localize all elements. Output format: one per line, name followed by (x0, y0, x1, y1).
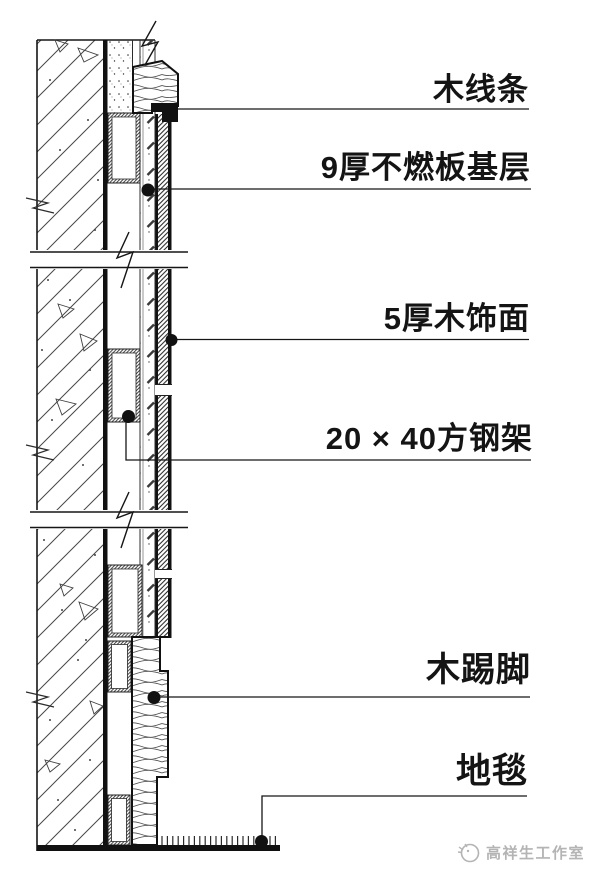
steel-tube-4 (107, 640, 132, 693)
steel-tube-5 (107, 794, 131, 846)
top-break-zigzag (140, 20, 160, 66)
leader-steel-frame (125, 421, 531, 461)
veneer-layer (155, 114, 172, 638)
label-wood-skirting: 木踢脚 (426, 651, 531, 689)
watermark-text: 高祥生工作室 (486, 844, 586, 862)
label-wood-veneer: 5厚木饰面 (383, 301, 530, 336)
wall-section (25, 39, 155, 851)
steel-frame-tubes (107, 112, 143, 846)
label-fireproof-board: 9厚不燃板基层 (320, 150, 531, 185)
floor-line (37, 845, 280, 851)
steel-tube-3 (107, 564, 143, 638)
studio-logo-icon (457, 843, 480, 863)
aggregate-triangles (44, 39, 104, 773)
aggregate-dots (41, 79, 99, 831)
wood-molding-shape (132, 59, 179, 122)
plaster-layer (107, 40, 133, 113)
break-symbol-lower (30, 491, 188, 549)
leader-carpet (261, 795, 527, 840)
break-zigzag (115, 231, 135, 289)
wall-hatch (37, 40, 104, 845)
molding-step (151, 103, 178, 112)
break-symbol-upper (30, 231, 188, 289)
fireproof-board-layer (139, 40, 156, 637)
skirting-shape (131, 636, 169, 846)
label-steel-frame: 20 × 40方钢架 (325, 421, 533, 456)
watermark: 高祥生工作室 (455, 839, 585, 865)
edge-break-marks (25, 197, 55, 708)
label-carpet: 地毯 (455, 752, 528, 791)
break-zigzag (115, 491, 135, 549)
molding-step-lower (162, 112, 178, 122)
steel-tube-1 (107, 112, 141, 184)
leader-dots (122, 103, 268, 848)
veneer-joint (155, 384, 172, 579)
label-wood-molding: 木线条 (433, 72, 529, 107)
leader-lines (125, 108, 531, 840)
steel-tube-2 (107, 348, 141, 423)
wall-face-line (103, 40, 108, 845)
